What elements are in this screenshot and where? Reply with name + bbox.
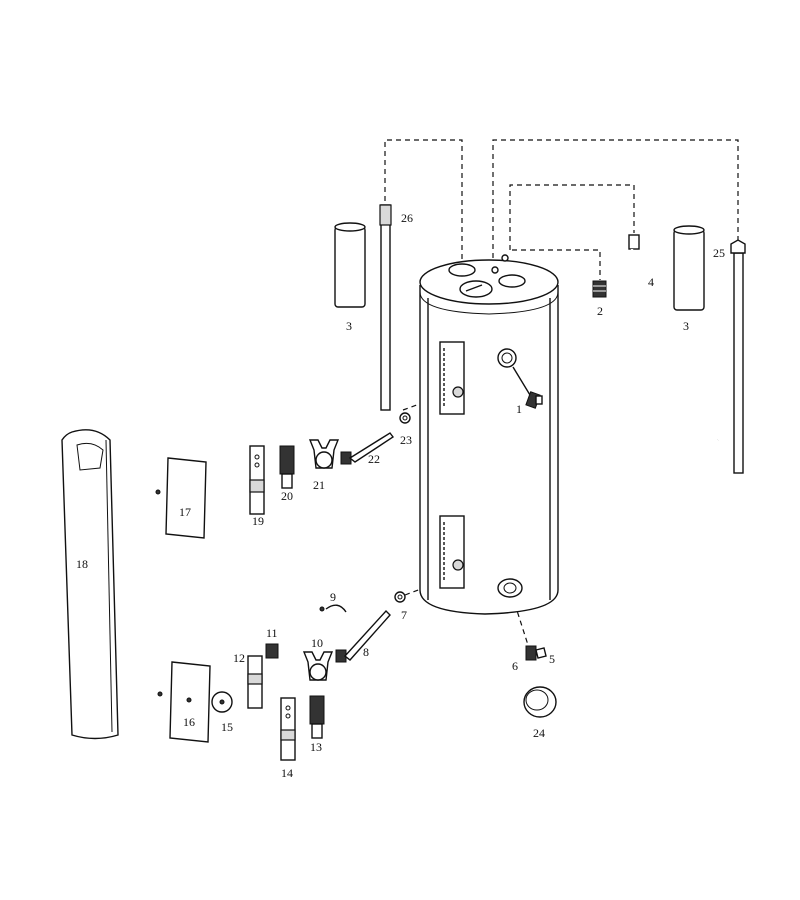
label-10: 10 bbox=[311, 636, 323, 650]
label-11: 11 bbox=[266, 626, 278, 640]
lower-access-cover bbox=[157, 661, 211, 743]
lower-heating-element bbox=[335, 591, 406, 663]
upper-heating-element bbox=[340, 412, 411, 465]
label-19: 19 bbox=[252, 514, 264, 528]
upper-limit-switch bbox=[249, 445, 265, 515]
label-18: 18 bbox=[76, 557, 88, 571]
upper-thermostat bbox=[279, 445, 295, 489]
label-7: 7 bbox=[401, 608, 407, 622]
relief-valve bbox=[512, 366, 543, 409]
clip bbox=[319, 604, 347, 613]
anode-rod-right bbox=[730, 239, 746, 474]
label-23: 23 bbox=[400, 433, 412, 447]
water-heater-tank bbox=[419, 254, 559, 615]
lower-thermostat bbox=[309, 695, 325, 739]
label-14: 14 bbox=[281, 766, 293, 780]
label-17: 17 bbox=[179, 505, 191, 519]
label-26: 26 bbox=[401, 211, 413, 225]
terminal-block bbox=[265, 643, 279, 659]
label-22: 22 bbox=[368, 452, 380, 466]
label-1: 1 bbox=[516, 402, 522, 416]
lower-thermostat-bracket bbox=[302, 651, 334, 681]
drain-cap bbox=[523, 686, 557, 718]
drain-valve bbox=[525, 645, 547, 661]
lower-bracket bbox=[247, 655, 263, 709]
label-8: 8 bbox=[363, 645, 369, 659]
anode-rod bbox=[379, 204, 392, 411]
label-15: 15 bbox=[221, 720, 233, 734]
upper-thermostat-bracket bbox=[308, 439, 340, 469]
label-3-right: 3 bbox=[683, 319, 689, 333]
insulation-pad bbox=[211, 691, 233, 713]
nipple bbox=[592, 280, 607, 298]
label-9: 9 bbox=[330, 590, 336, 604]
label-13: 13 bbox=[310, 740, 322, 754]
label-3-left: 3 bbox=[346, 319, 352, 333]
label-24: 24 bbox=[533, 726, 545, 740]
upper-access-cover bbox=[155, 457, 207, 539]
label-4: 4 bbox=[648, 275, 654, 289]
label-21: 21 bbox=[313, 478, 325, 492]
insulator-left bbox=[334, 222, 366, 308]
label-12: 12 bbox=[233, 651, 245, 665]
label-6: 6 bbox=[512, 659, 518, 673]
jacket-panel bbox=[61, 429, 119, 740]
dip-tube bbox=[609, 234, 719, 465]
label-5: 5 bbox=[549, 652, 555, 666]
part-labels: 1 2 3 3 4 5 6 7 8 9 10 11 12 13 14 15 16… bbox=[76, 211, 725, 780]
label-20: 20 bbox=[281, 489, 293, 503]
lower-switch-plate bbox=[280, 697, 296, 761]
label-25: 25 bbox=[713, 246, 725, 260]
insulator-right bbox=[673, 225, 705, 311]
label-16: 16 bbox=[183, 715, 195, 729]
label-2: 2 bbox=[597, 304, 603, 318]
